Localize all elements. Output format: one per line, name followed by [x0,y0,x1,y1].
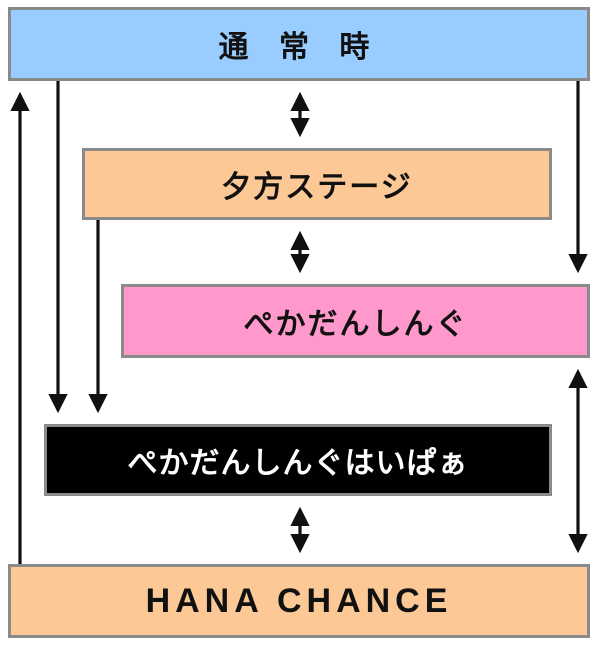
node-hana-label: HANA CHANCE [145,581,453,620]
node-normal-state: 通 常 時 [8,7,590,81]
node-pekadancing: ぺかだんしんぐ [121,284,590,358]
node-normal-label: 通 常 時 [218,30,380,65]
node-haipa-label: ぺかだんしんぐはいぱぁ [127,446,469,481]
node-hana-chance: HANA CHANCE [8,564,590,638]
node-pekadancing-hyper: ぺかだんしんぐはいぱぁ [44,424,552,496]
node-pekadan-label: ぺかだんしんぐ [243,307,468,342]
node-evening-stage: 夕方ステージ [82,148,552,220]
node-evening-label: 夕方ステージ [221,170,413,205]
